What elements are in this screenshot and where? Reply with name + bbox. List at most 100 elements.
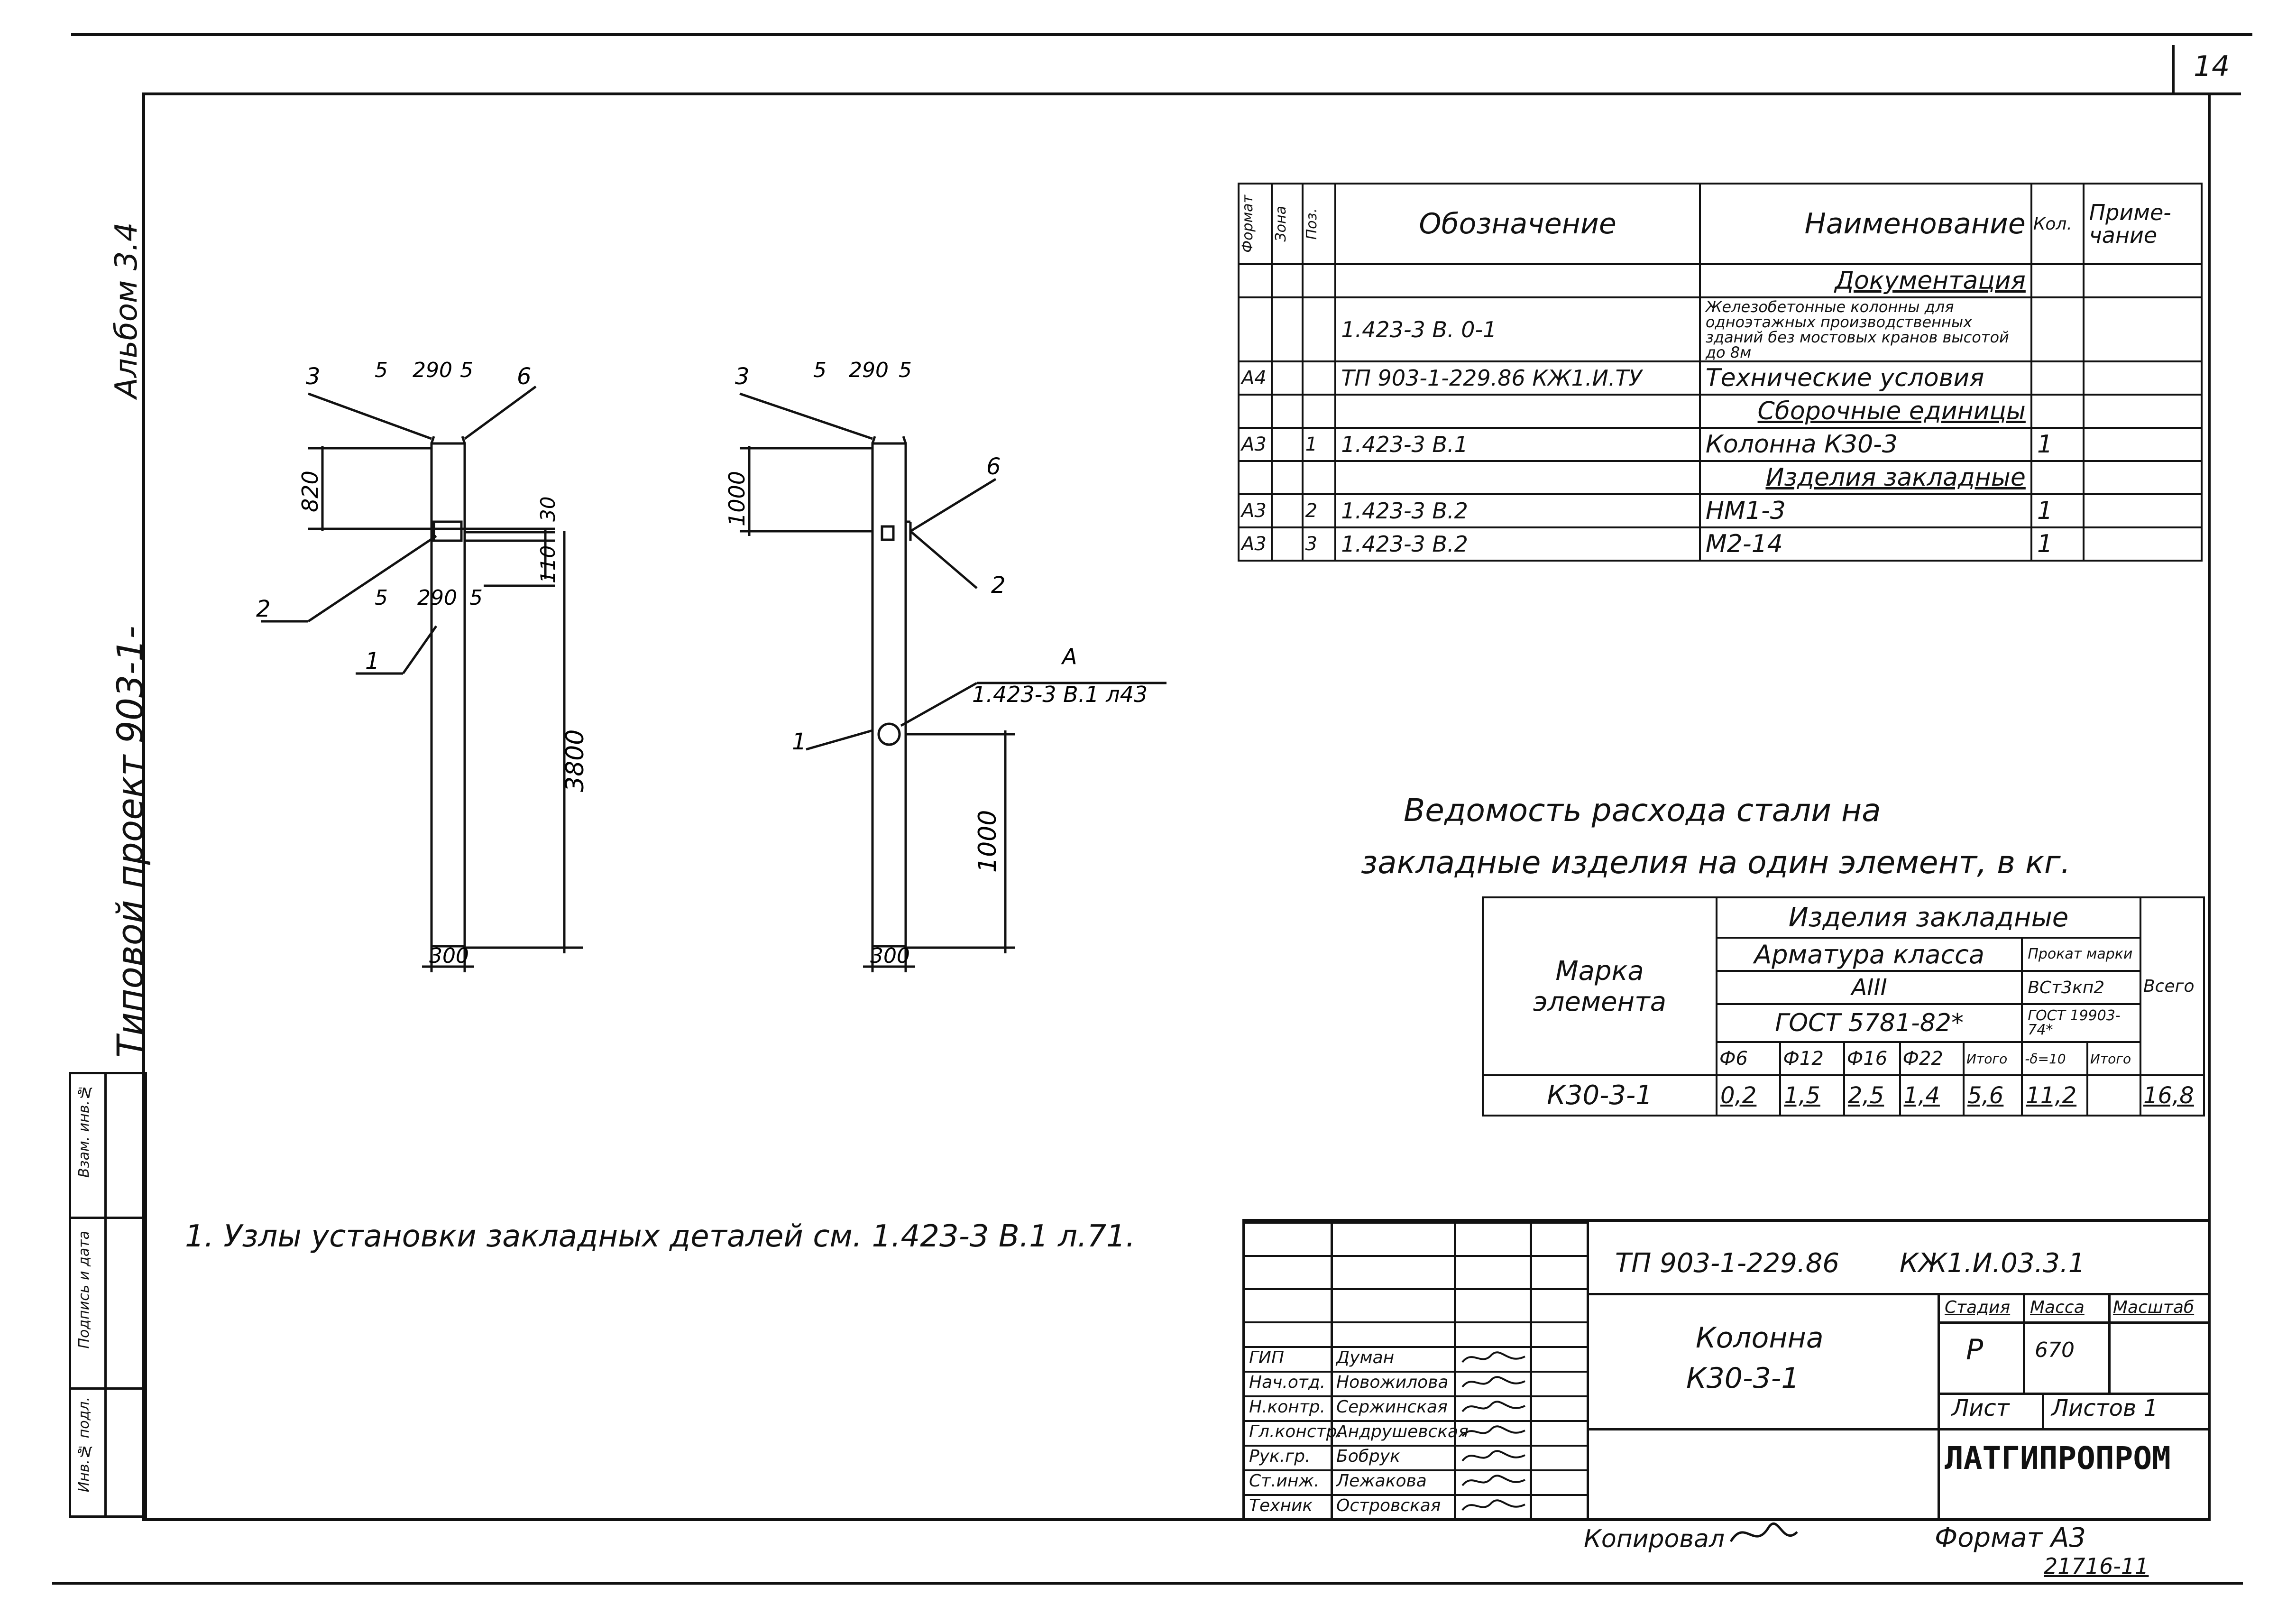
specification-table: Формат Зона Поз. Обозначение Наименовани… <box>1238 183 2203 562</box>
tb-signature <box>1461 1351 1525 1363</box>
steel-total: 16,8 <box>2139 1074 2205 1116</box>
hdr-designation: Обозначение <box>1334 183 1701 265</box>
top-border-line <box>71 33 2252 36</box>
spec-note <box>2082 526 2203 562</box>
footer-inv: 21716-11 <box>2044 1553 2149 1579</box>
steel-h-rolled: Прокат марки <box>2021 937 2141 972</box>
tb-person-name: Лежакова <box>1336 1471 1427 1491</box>
tb-scale-h: Масштаб <box>2113 1298 2195 1317</box>
spec-format: А3 <box>1238 427 1273 462</box>
left-dim-820: 820 <box>297 471 323 512</box>
footer-format: Формат А3 <box>1935 1522 2086 1553</box>
spec-designation <box>1334 394 1701 429</box>
left-dim-30: 30 <box>536 497 560 522</box>
hdr-format: Формат <box>1238 183 1273 265</box>
steel-col-header: Ф6 <box>1715 1041 1782 1076</box>
hdr-qty: Кол. <box>2030 183 2085 265</box>
spec-designation <box>1334 263 1701 298</box>
steel-value: 5,6 <box>1962 1074 2023 1116</box>
spec-zone <box>1270 263 1304 298</box>
right-node-ref: 1.423-3 В.1 л43 <box>972 682 1148 707</box>
tb-role: Ст.инж. <box>1249 1471 1320 1491</box>
spec-row: Сборочные единицы <box>1238 394 2203 429</box>
steel-col-header: Итого <box>1962 1041 2023 1076</box>
spec-name: Колонна К30-3 <box>1699 427 2032 462</box>
node-circle <box>877 722 901 746</box>
spec-name: НМ1-3 <box>1699 493 2032 528</box>
spec-pos <box>1301 360 1337 396</box>
spec-pos: 2 <box>1301 493 1337 528</box>
drawing-frame <box>142 92 2211 1521</box>
album-title: Альбом 3.4 <box>109 222 144 398</box>
steel-col-header: Ф16 <box>1843 1041 1901 1076</box>
tb-signature <box>1461 1376 1525 1388</box>
column-drawing-left: 3 5 290 5 6 820 30 110 3800 2 5 290 5 1 … <box>256 358 589 972</box>
spec-name: Изделия закладные <box>1699 460 2032 495</box>
right-pos1: 1 <box>792 729 807 755</box>
spec-format <box>1238 263 1273 298</box>
hdr-note: Приме-чание <box>2082 183 2203 265</box>
tb-person-name: Сержинская <box>1336 1397 1448 1417</box>
right-dim-290: 290 <box>849 358 889 382</box>
spec-row: Изделия закладные <box>1238 460 2203 495</box>
tb-mass-h: Масса <box>2030 1298 2085 1317</box>
steel-value: 1,4 <box>1899 1074 1965 1116</box>
spec-zone <box>1270 427 1304 462</box>
spec-pos: 3 <box>1301 526 1337 562</box>
spec-zone <box>1270 526 1304 562</box>
spec-qty: 1 <box>2030 526 2085 562</box>
tb-person-name: Андрушевская <box>1336 1422 1469 1441</box>
steel-h-mark: Марка элемента <box>1482 896 1717 1076</box>
spec-row: Документация <box>1238 263 2203 298</box>
left-dim-5a: 5 <box>375 358 388 382</box>
left-dim-5c: 5 <box>375 586 388 610</box>
embedded-plate <box>432 520 463 542</box>
footer-copied: Копировал <box>1584 1525 1725 1553</box>
right-pos3: 3 <box>735 363 750 390</box>
tb-stage-h: Стадия <box>1945 1298 2011 1317</box>
bottom-border-line <box>52 1582 2243 1585</box>
spec-note <box>2082 427 2203 462</box>
right-dim-1000a: 1000 <box>724 471 750 526</box>
steel-value <box>2086 1074 2141 1116</box>
right-pos2: 2 <box>991 572 1006 599</box>
spec-pos <box>1301 296 1337 362</box>
spec-designation: ТП 903-1-229.86 КЖ1.И.ТУ <box>1334 360 1701 396</box>
steel-h-grade: ВСт3кп2 <box>2021 970 2141 1005</box>
steel-value: 2,5 <box>1843 1074 1901 1116</box>
steel-title-1: Ведомость расхода стали на <box>1404 792 1881 829</box>
tb-title-2: К30-3-1 <box>1686 1362 1800 1395</box>
tb-person-name: Бобрук <box>1336 1447 1400 1466</box>
left-pos6: 6 <box>517 363 532 390</box>
left-dim-5b: 5 <box>460 358 473 382</box>
tb-title-1: Колонна <box>1696 1321 1824 1355</box>
spec-note <box>2082 394 2203 429</box>
spec-qty <box>2030 460 2085 495</box>
tb-role: Техник <box>1249 1496 1313 1515</box>
tb-org: ЛАТГИПРОПРОМ <box>1945 1440 2171 1476</box>
column-body <box>430 442 466 948</box>
steel-value: 1,5 <box>1779 1074 1845 1116</box>
steel-value: 0,2 <box>1715 1074 1782 1116</box>
right-dim-300: 300 <box>870 944 910 968</box>
left-dim-110: 110 <box>536 545 560 583</box>
general-note: 1. Узлы установки закладных деталей см. … <box>185 1219 1136 1254</box>
spec-qty <box>2030 360 2085 396</box>
spec-pos <box>1301 263 1337 298</box>
steel-mark: К30-3-1 <box>1482 1074 1717 1116</box>
right-dim-5b: 5 <box>899 358 912 382</box>
spec-designation: 1.423-3 В.2 <box>1334 526 1701 562</box>
tb-sheet-h: Лист <box>1952 1395 2010 1421</box>
tb-project: ТП 903-1-229.86 <box>1615 1248 1839 1279</box>
left-pos2: 2 <box>256 596 271 622</box>
tb-role: Рук.гр. <box>1249 1447 1311 1466</box>
spec-zone <box>1270 394 1304 429</box>
tb-role: ГИП <box>1249 1348 1285 1367</box>
tb-person-name: Островская <box>1336 1496 1441 1515</box>
left-dim-5d: 5 <box>469 586 483 610</box>
spec-format: А3 <box>1238 493 1273 528</box>
